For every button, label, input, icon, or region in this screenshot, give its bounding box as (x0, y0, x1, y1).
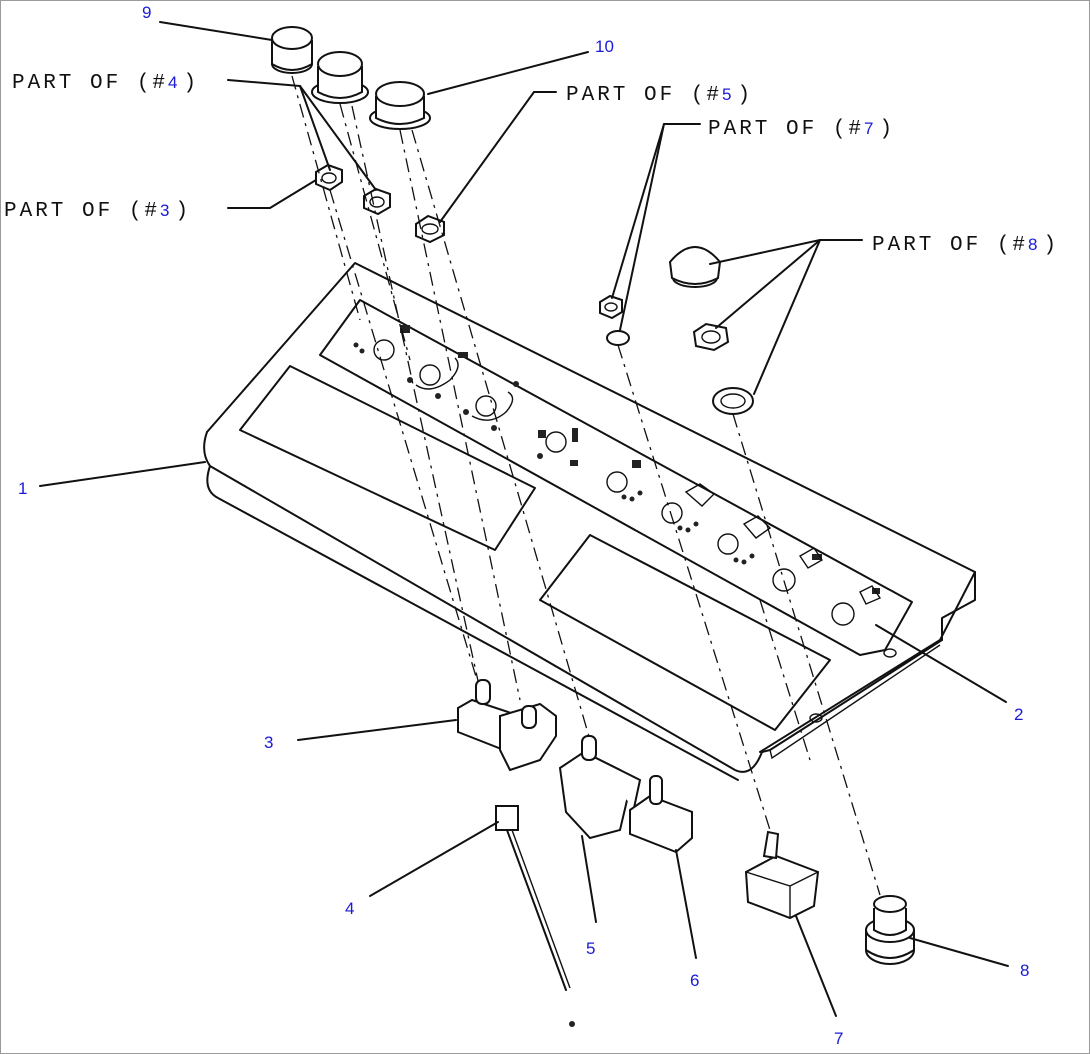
lower-switches (457, 679, 915, 1027)
callout-6: 6 (690, 971, 699, 990)
leader-lines (39, 21, 1009, 1017)
note-part-of-3: PART OF (#3) (4, 200, 191, 223)
assembly-centerlines (291, 75, 881, 896)
callout-5: 5 (586, 939, 595, 958)
callout-8: 8 (1020, 961, 1029, 980)
upper-knobs (271, 26, 754, 415)
callout-3: 3 (264, 733, 273, 752)
note-part-of-7: PART OF (#7) (708, 118, 895, 141)
callout-1: 1 (18, 479, 27, 498)
note-part-of-4: PART OF (#4) (12, 72, 199, 95)
callout-7: 7 (834, 1029, 843, 1048)
control-panel (203, 262, 976, 781)
callout-4: 4 (345, 899, 354, 918)
note-part-of-8: PART OF (#8) (872, 234, 1059, 257)
note-part-of-5: PART OF (#5) (566, 84, 753, 107)
callout-10: 10 (595, 37, 614, 56)
callout-9: 9 (142, 3, 151, 22)
callout-2: 2 (1014, 705, 1023, 724)
